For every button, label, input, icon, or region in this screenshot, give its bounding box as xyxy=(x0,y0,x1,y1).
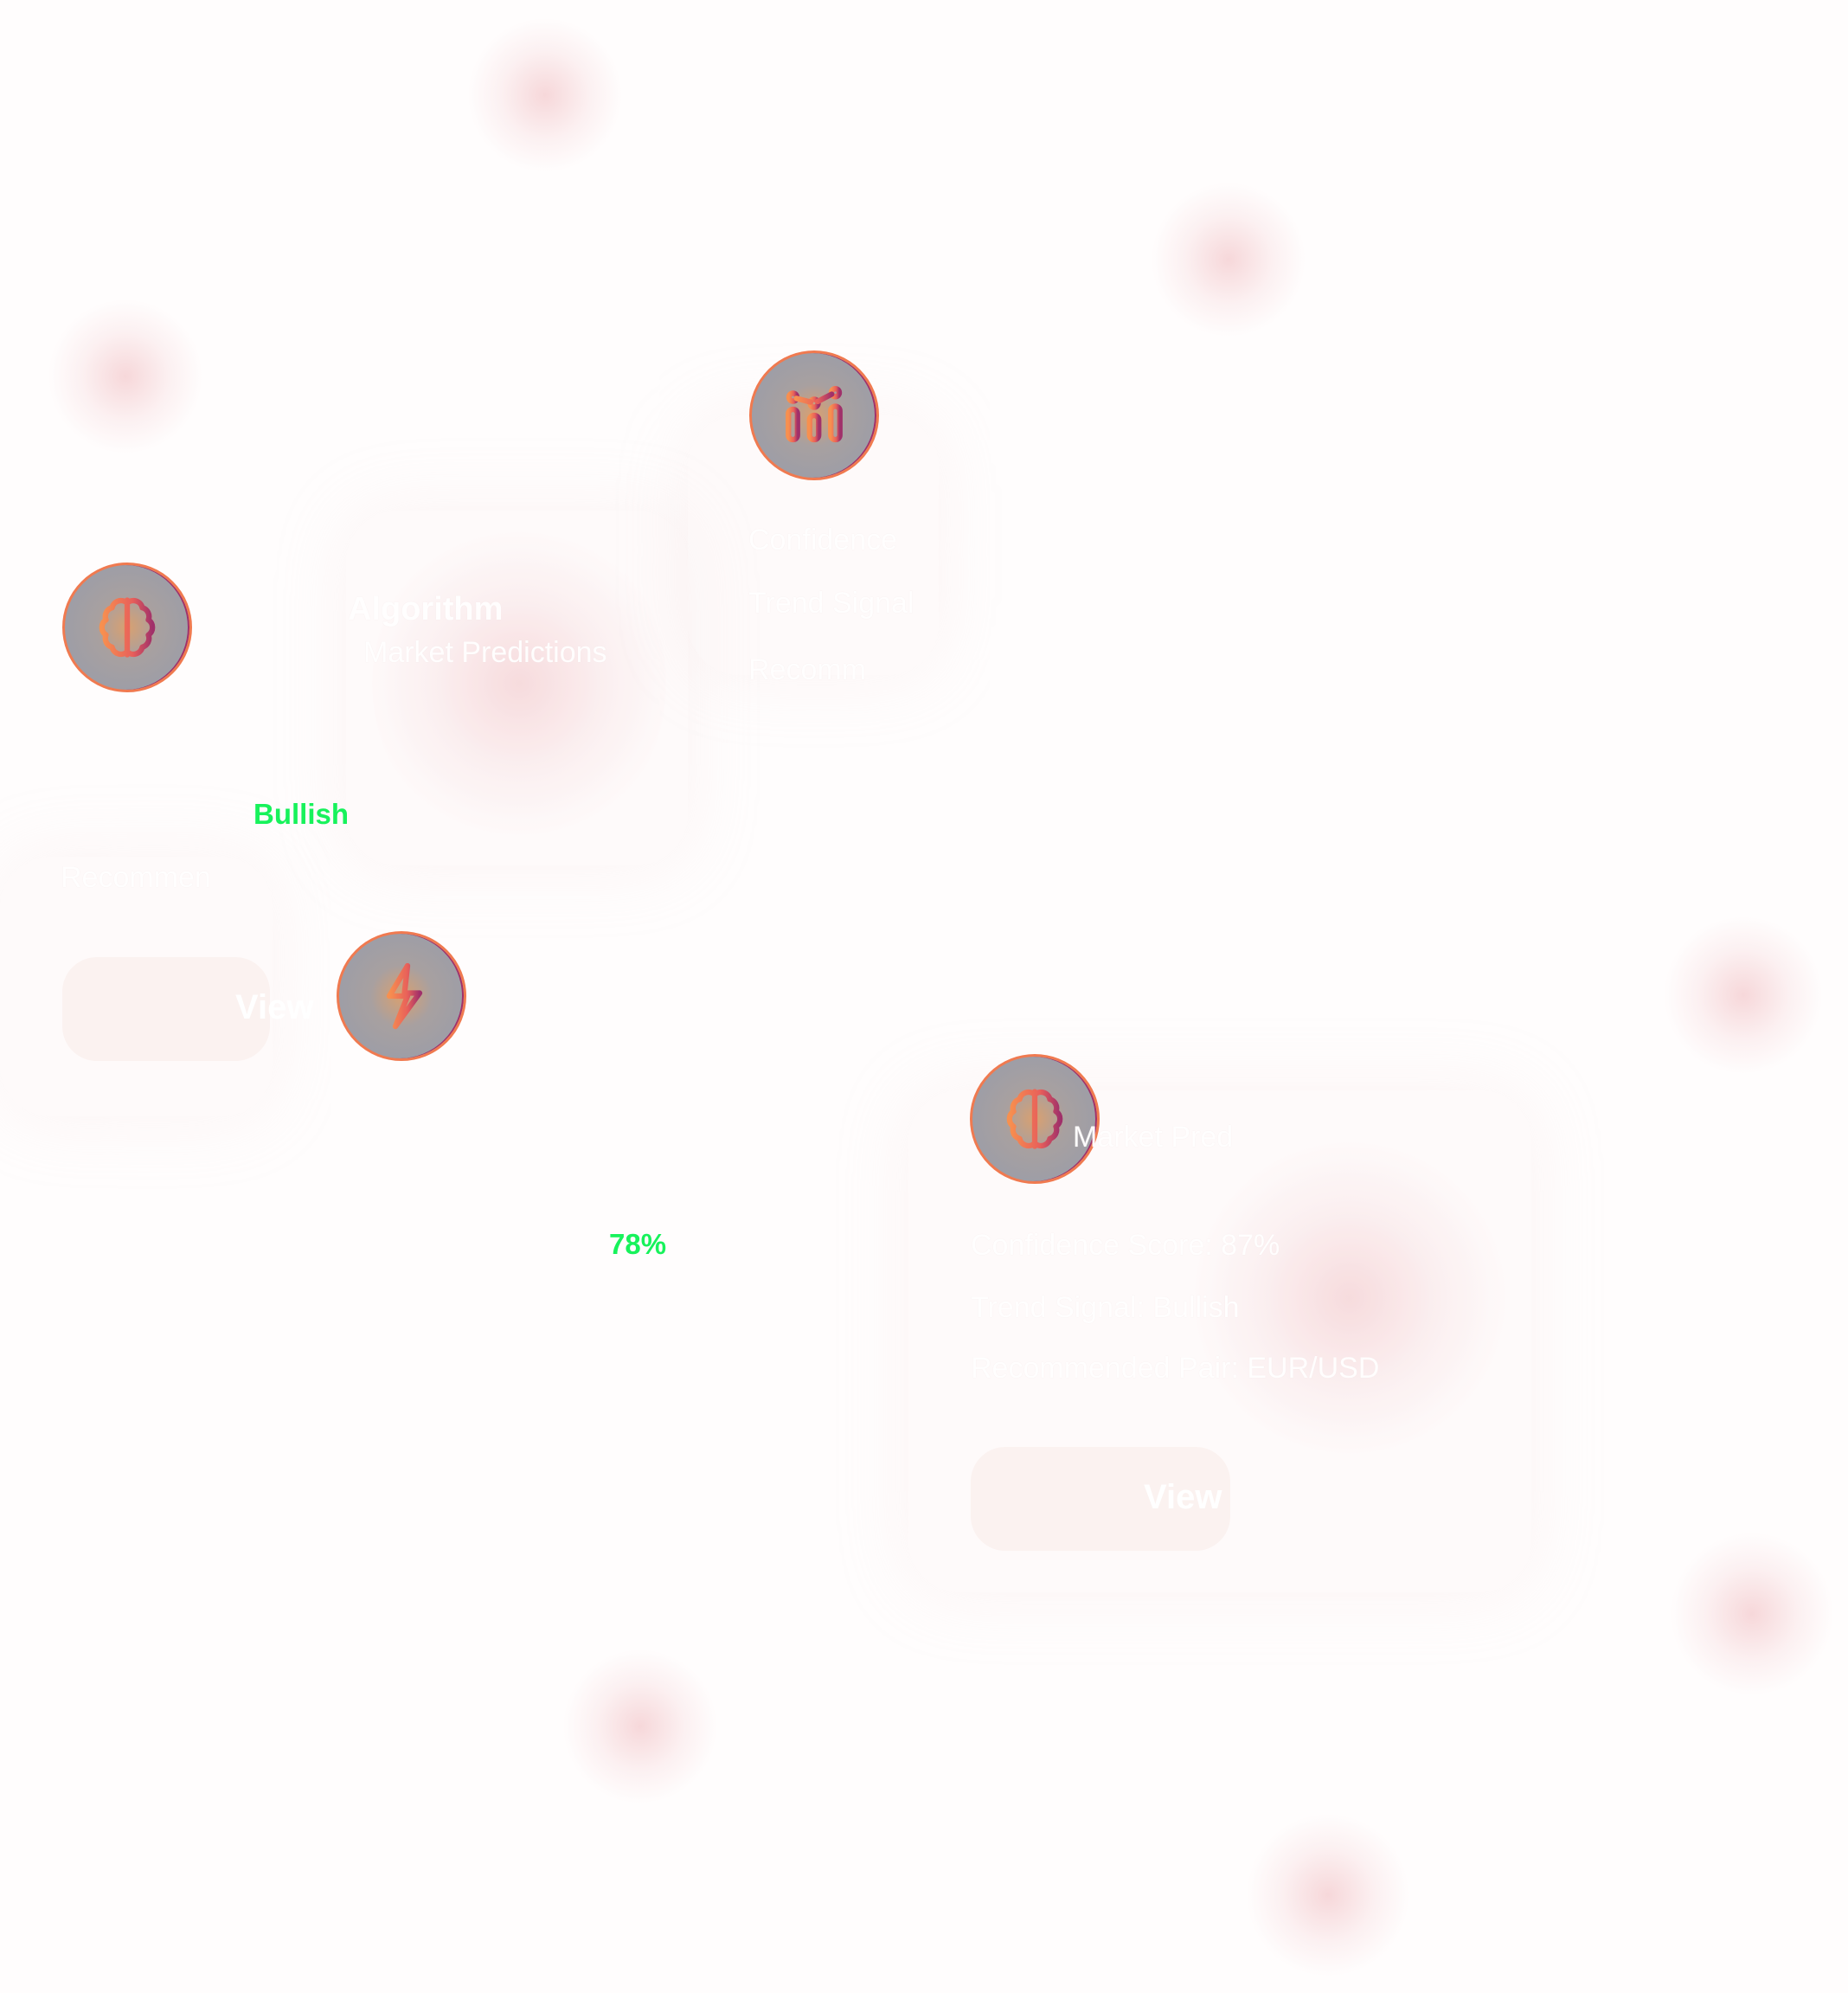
card-title: Algorithm xyxy=(348,591,504,627)
confidence-label: Confidence xyxy=(748,524,898,556)
decorative-blob xyxy=(372,519,666,848)
card-subtitle: Market Pred xyxy=(1073,1121,1234,1154)
recommended-pair: Recommended Pair: EUR/USD xyxy=(971,1352,1380,1385)
brain-icon xyxy=(62,563,192,692)
prediction-card-first xyxy=(0,857,273,1116)
card-subtitle: Market Predictions xyxy=(363,636,607,669)
trend-signal: Trend Signal: Bullish xyxy=(971,1291,1240,1324)
decorative-blob xyxy=(1670,1532,1834,1696)
brain-icon xyxy=(970,1054,1100,1184)
decorative-blob xyxy=(1194,1134,1505,1463)
lightning-icon xyxy=(337,931,466,1061)
decorative-blob xyxy=(1661,917,1826,1073)
view-button-label: View xyxy=(1144,1478,1222,1516)
view-button[interactable]: View xyxy=(62,957,313,1061)
recommended-label: Recomm xyxy=(748,653,867,686)
decorative-blob xyxy=(562,1649,718,1804)
decorative-blob xyxy=(467,17,623,173)
recommended-label: Recommen xyxy=(61,861,211,894)
confidence-score: Confidence Score: 87% xyxy=(971,1229,1280,1262)
view-button-label: View xyxy=(235,988,314,1026)
chart-icon xyxy=(749,350,879,480)
decorative-blob xyxy=(48,299,203,454)
prediction-card-main xyxy=(346,511,688,865)
trend-label: Trend Signal xyxy=(748,587,914,620)
decorative-blob xyxy=(1246,1813,1410,1977)
decorative-blob xyxy=(1151,182,1306,338)
trend-value: Bullish xyxy=(253,798,350,830)
view-button[interactable]: View xyxy=(971,1447,1230,1551)
confidence-value: 78% xyxy=(609,1228,667,1260)
